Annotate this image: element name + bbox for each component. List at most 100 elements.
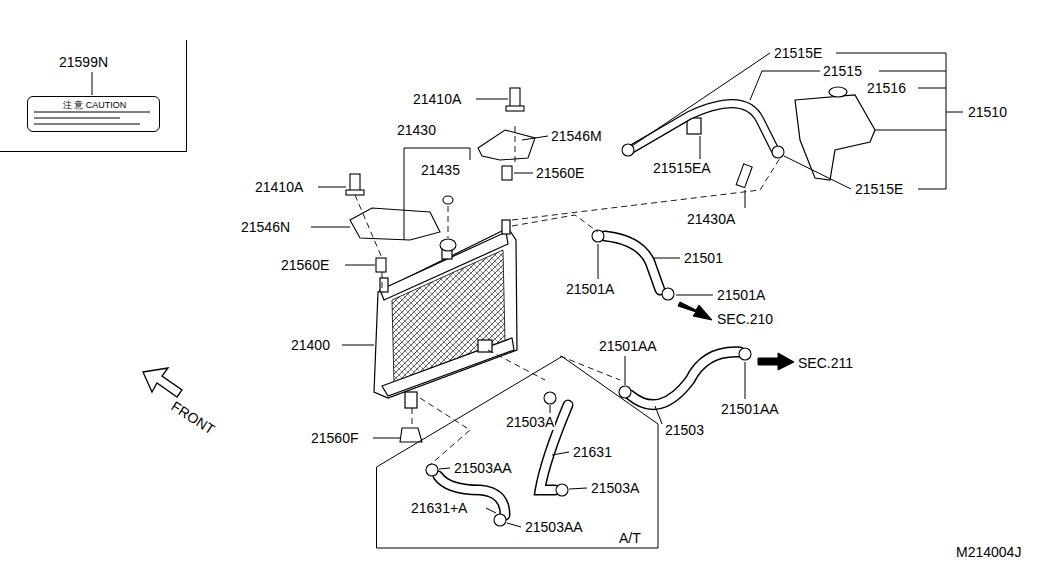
drawing-stroke <box>426 464 438 476</box>
drawing-stroke <box>552 452 569 455</box>
drawing-stroke <box>92 72 93 95</box>
node-text: 注 意 CAUTION <box>62 99 128 111</box>
drawing-stroke <box>739 348 751 360</box>
drawing-stroke <box>654 258 680 259</box>
diagram-code: M214004J <box>955 544 1022 560</box>
drawing-stroke <box>478 340 492 352</box>
drawing-stroke <box>420 398 470 465</box>
drawing-stroke <box>758 353 794 370</box>
callout-number: 21501AA <box>720 401 780 417</box>
drawing-stroke <box>507 523 521 527</box>
drawing-stroke <box>512 158 780 220</box>
reservoir-tank <box>687 87 875 180</box>
drawing-stroke <box>380 232 508 300</box>
region-border <box>377 357 659 549</box>
drawing-stroke <box>502 220 510 234</box>
drawing-stroke <box>486 508 496 513</box>
guide-lines <box>355 126 780 465</box>
drawing-stroke <box>522 136 548 140</box>
callout-number: 21501AA <box>598 338 658 354</box>
drawing-stroke <box>515 126 516 165</box>
drawing-stroke <box>750 71 762 100</box>
callout-number: 21503A <box>590 480 640 496</box>
drawing-stroke <box>879 71 946 72</box>
drawing-stroke <box>412 408 413 426</box>
callout-number: 21560F <box>310 430 359 446</box>
drawing-stroke <box>373 438 400 439</box>
callout-number: 21400 <box>290 337 331 353</box>
drawing-stroke <box>762 71 820 72</box>
callout-number: 21410A <box>412 91 462 107</box>
drawing-stroke <box>380 278 388 292</box>
drawing-stroke <box>918 88 946 89</box>
region-outline <box>376 356 659 549</box>
drawing-stroke <box>676 295 713 296</box>
drawing-stroke <box>619 386 631 398</box>
drawing-stroke <box>488 350 545 380</box>
callout-number: 21560E <box>280 257 330 273</box>
hose-clamps <box>426 144 784 526</box>
drawing-stroke <box>376 258 386 272</box>
drawing-stroke <box>143 368 182 397</box>
drawing-stroke <box>439 468 450 469</box>
callout-number: 21515 <box>822 63 863 79</box>
callout-number: 21410A <box>254 179 304 195</box>
drawing-stroke <box>745 362 746 399</box>
drawing-stroke <box>382 272 383 290</box>
drawing-stroke <box>875 130 946 131</box>
drawing-stroke <box>382 338 514 396</box>
node-text: 21599N <box>58 54 109 71</box>
callout-number: 21430 <box>396 122 437 138</box>
drawing-stroke <box>400 428 422 442</box>
drawing-stroke <box>630 104 775 150</box>
callout-number: 21515EA <box>652 160 712 176</box>
drawing-stroke <box>632 53 770 146</box>
drawing-stroke <box>355 195 382 258</box>
callout-number: 21516 <box>866 80 907 96</box>
drawing-stroke <box>625 356 626 385</box>
drawing-stroke <box>598 244 599 279</box>
at-region: A/T <box>376 356 659 549</box>
drawing-stroke <box>478 130 535 160</box>
callout-number: 21546M <box>550 128 603 144</box>
callout-number: 21501A <box>716 287 766 303</box>
drawing-stroke <box>345 265 375 266</box>
node-text: A/T <box>618 530 642 547</box>
drawing-stroke <box>350 208 440 240</box>
hoses <box>438 104 775 515</box>
drawing-stroke <box>630 352 740 405</box>
drawing-stroke <box>514 173 533 174</box>
caution-label: 注 意 CAUTION <box>27 96 160 132</box>
drawing-stroke <box>311 227 350 228</box>
drawing-stroke <box>630 352 740 405</box>
callout-number: 21515E <box>773 45 823 61</box>
callout-number: 21435 <box>420 162 461 178</box>
section-arrows <box>678 302 794 370</box>
drawing-stroke <box>346 190 364 195</box>
drawing-stroke <box>630 104 775 150</box>
drawing-stroke <box>440 239 456 251</box>
callout-number: 21501 <box>683 250 724 266</box>
drawing-stroke <box>700 136 701 159</box>
callout-number: 21503A <box>505 414 555 430</box>
callout-number: 21546N <box>240 219 291 235</box>
callout-number: 21510 <box>967 104 1008 120</box>
drawing-stroke <box>569 488 587 489</box>
callout-number: 21631 <box>572 444 613 460</box>
drawing-stroke <box>374 228 517 398</box>
caution-label-lines <box>34 72 150 124</box>
drawing-stroke <box>946 112 963 113</box>
drawing-stroke <box>678 302 712 320</box>
drawing-stroke <box>784 156 851 189</box>
drawing-stroke <box>512 215 598 232</box>
inset-frame: 21599N 注 意 CAUTION <box>0 40 187 152</box>
front-arrow <box>143 368 182 397</box>
drawing-stroke <box>502 166 512 180</box>
callout-number: 21503AA <box>453 460 513 476</box>
drawing-stroke <box>34 112 150 113</box>
drawing-stroke <box>318 187 346 188</box>
mount-brackets <box>346 88 752 442</box>
callout-number: 21501A <box>565 281 615 297</box>
callout-number: 21515E <box>854 181 904 197</box>
drawing-stroke <box>736 164 752 188</box>
